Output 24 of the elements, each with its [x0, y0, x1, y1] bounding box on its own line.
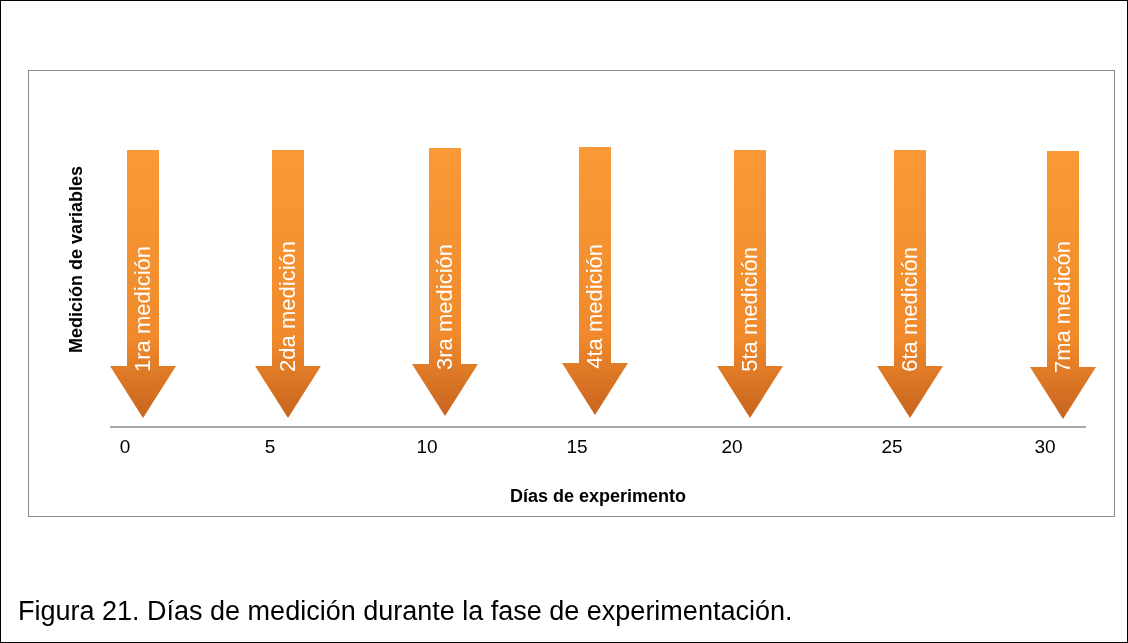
- arrow-label: 2da medición: [274, 241, 301, 372]
- axis-title: Medición de variables: [66, 166, 87, 354]
- axis-title: Días de experimento: [509, 486, 687, 507]
- arrow-label: 7ma medicón: [1049, 240, 1076, 373]
- tick-label: 15: [566, 436, 588, 458]
- down-arrow: [562, 147, 628, 417]
- down-arrow: [1030, 151, 1096, 421]
- tick-label: 10: [416, 436, 438, 458]
- down-arrow: [255, 150, 321, 420]
- arrow-label: 1ra medición: [129, 246, 156, 372]
- arrow-label: 4ta medición: [581, 244, 608, 369]
- tick-label: 25: [881, 436, 903, 458]
- figure-caption: Figura 21. Días de medición durante la fase de experimentación.: [18, 596, 793, 627]
- arrow-label: 5ta medición: [736, 247, 763, 372]
- down-arrow: [717, 150, 783, 420]
- arrow-label: 3ra medición: [431, 244, 458, 370]
- tick-label: 5: [264, 436, 276, 458]
- down-arrow: [412, 148, 478, 418]
- tick-label: 30: [1034, 436, 1056, 458]
- arrow-label: 6ta medición: [896, 247, 923, 372]
- tick-label: 20: [721, 436, 743, 458]
- tick-label: 0: [119, 436, 131, 458]
- down-arrow: [877, 150, 943, 420]
- down-arrow: [110, 150, 176, 420]
